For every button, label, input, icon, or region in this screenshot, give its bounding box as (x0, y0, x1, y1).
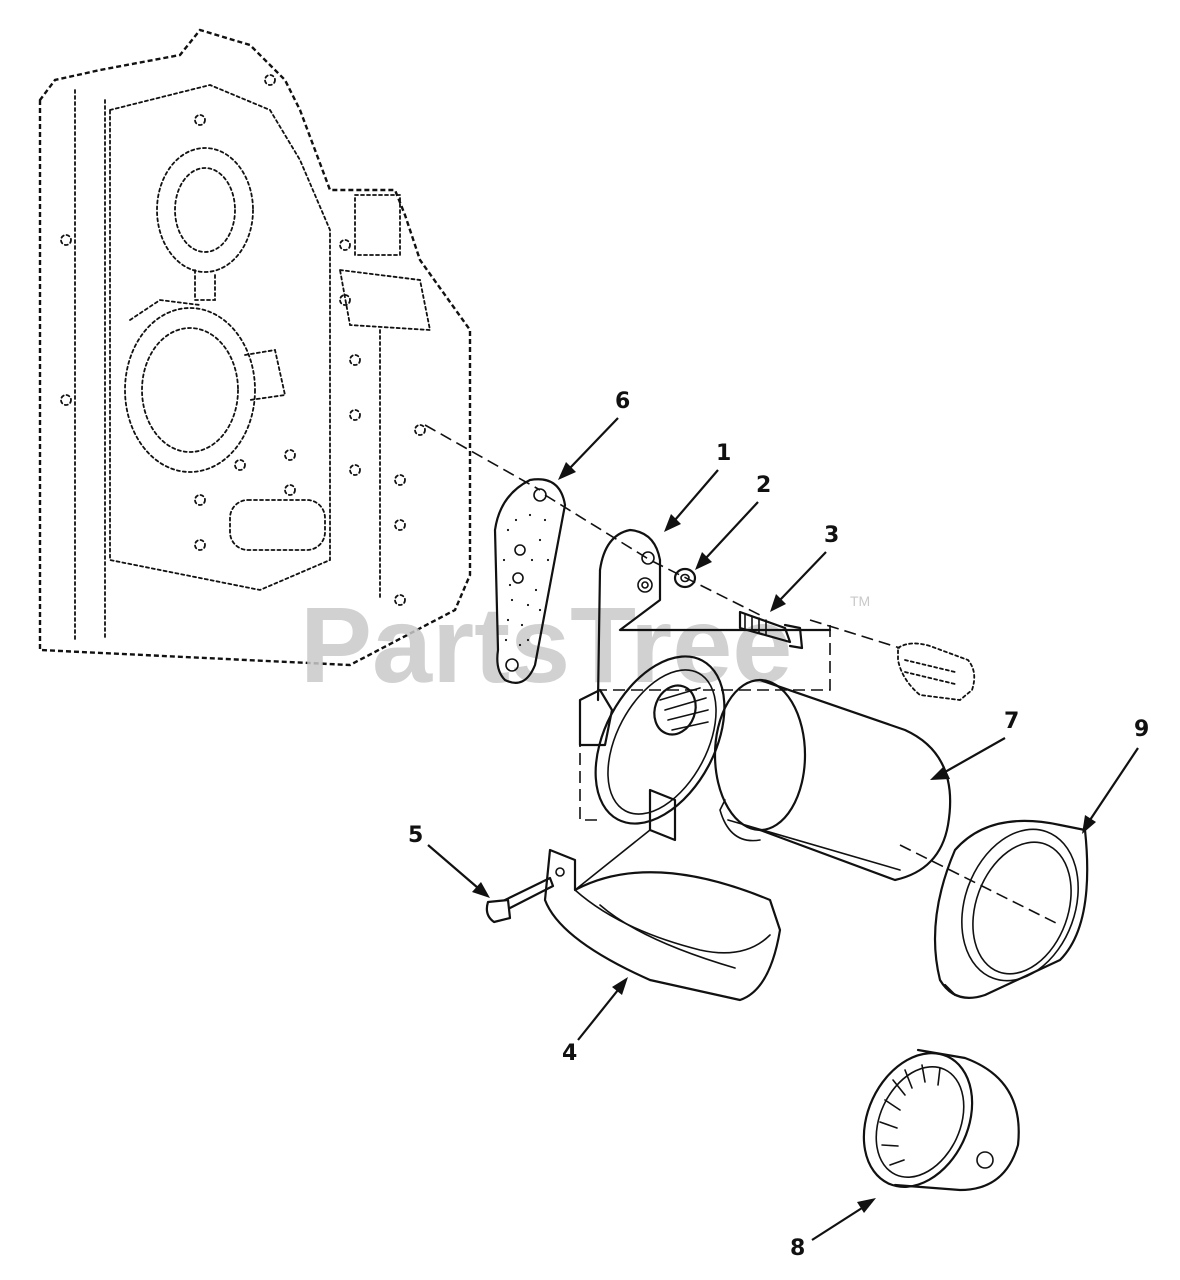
callouts: 6 1 2 3 7 9 5 (408, 389, 1149, 1261)
part-9-retainer-ring (933, 819, 1089, 999)
callout-8: 8 (790, 1198, 876, 1261)
callout-7: 7 (930, 709, 1019, 780)
callout-4: 4 (562, 977, 628, 1066)
callout-6: 6 (558, 389, 630, 480)
part-3-bolt (738, 610, 804, 650)
part-7-oil-filter (713, 678, 952, 882)
watermark-trademark: TM (850, 593, 870, 609)
part-8-filter-cap (862, 1048, 1020, 1192)
callout-6-number: 6 (615, 389, 630, 414)
part-6-gasket (493, 478, 567, 684)
callout-5: 5 (408, 823, 490, 898)
partstree-watermark: PartsTree TM (300, 584, 870, 705)
part-4-bracket (543, 788, 782, 1002)
callout-3-number: 3 (824, 523, 839, 548)
callout-8-number: 8 (790, 1236, 805, 1261)
callout-2-number: 2 (756, 473, 771, 498)
callout-3: 3 (770, 523, 839, 612)
callout-1: 1 (664, 441, 731, 532)
part-5-screw (485, 876, 555, 924)
part-2-washer (673, 567, 697, 589)
gasket-stipple (502, 513, 550, 647)
callout-5-number: 5 (408, 823, 423, 848)
callout-9: 9 (1082, 717, 1149, 834)
engine-housing-phantom (38, 28, 472, 667)
callout-4-number: 4 (562, 1041, 577, 1066)
callout-1-number: 1 (716, 441, 731, 466)
callout-9-number: 9 (1134, 717, 1149, 742)
part-1-filter-adapter (578, 528, 832, 825)
callout-7-number: 7 (1004, 709, 1019, 734)
oil-fitting-phantom (897, 642, 976, 701)
callout-2: 2 (695, 473, 771, 570)
assembly-centerlines (424, 424, 1061, 926)
